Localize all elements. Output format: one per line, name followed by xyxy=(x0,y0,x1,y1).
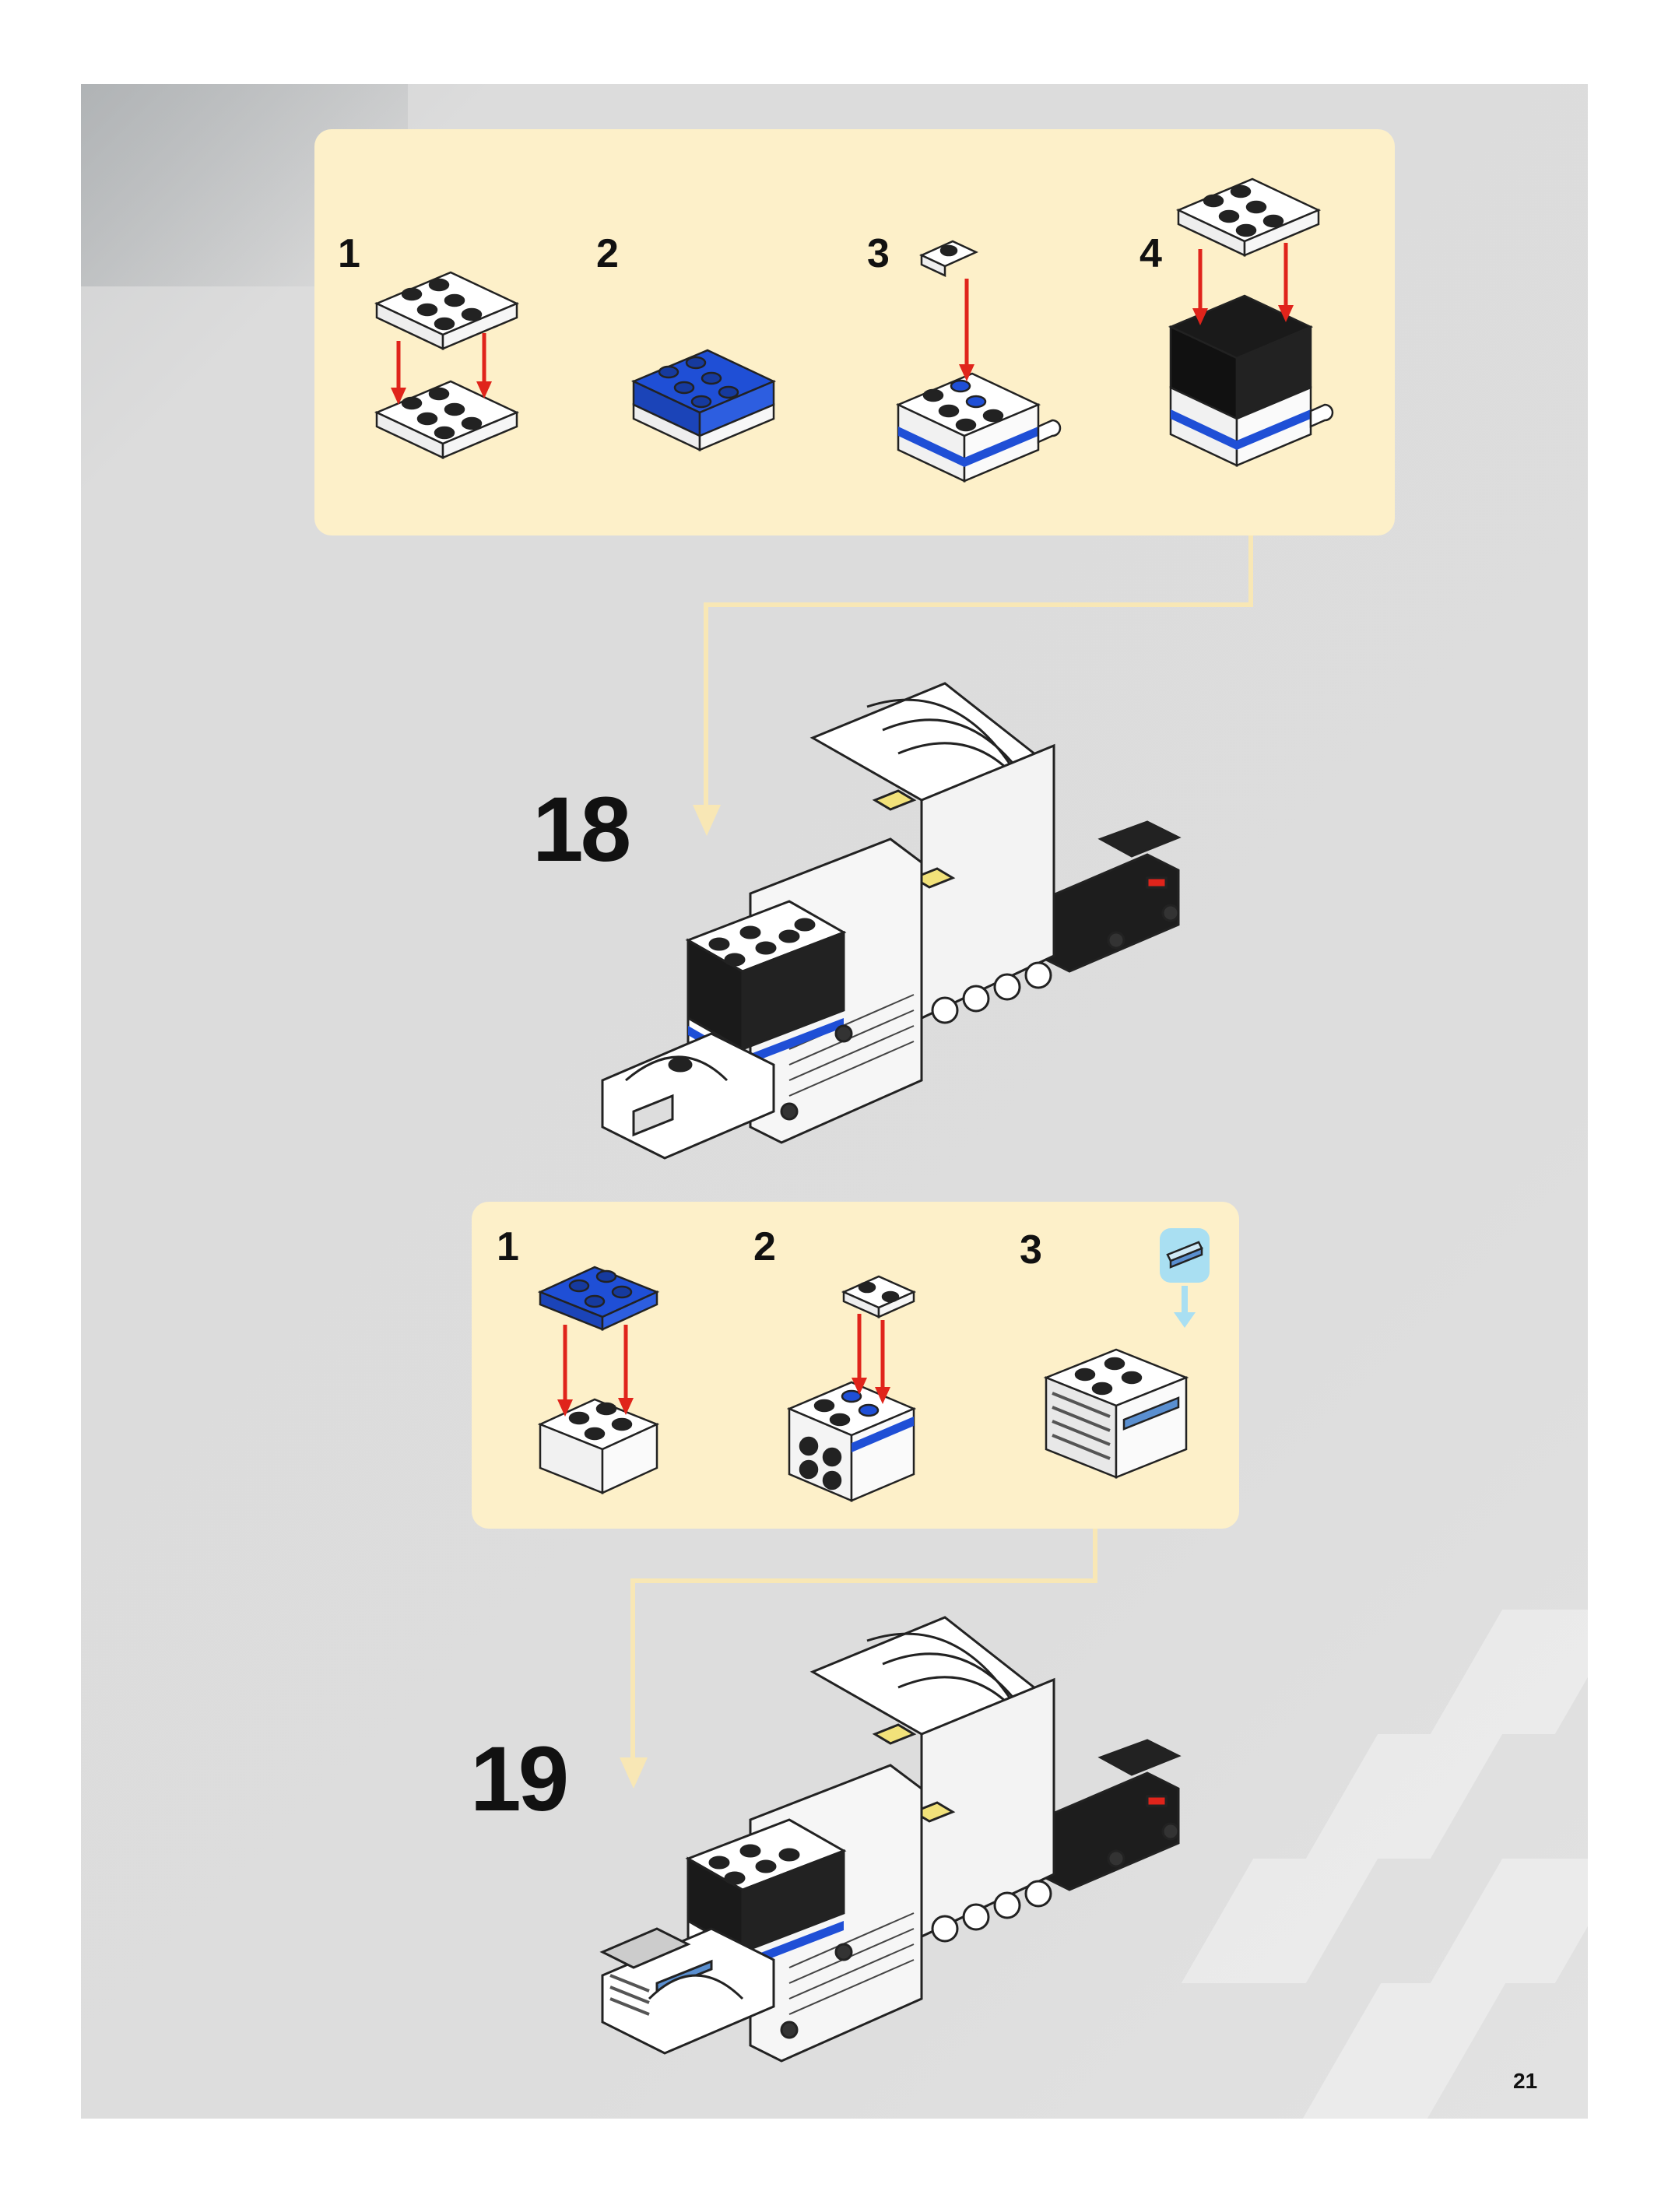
truck-model-step-19 xyxy=(556,1610,1256,2092)
substep-3-illustration xyxy=(1031,1220,1217,1516)
substep-number: 4 xyxy=(1139,230,1162,277)
substep-number: 1 xyxy=(338,230,360,277)
substep-1-illustration xyxy=(369,271,540,489)
instruction-page: 1 2 3 4 xyxy=(81,84,1588,2119)
checker-tile xyxy=(1431,1859,1588,1983)
step-number: 19 xyxy=(470,1726,566,1832)
substep-1-illustration xyxy=(532,1259,688,1508)
substep-number: 2 xyxy=(596,230,619,277)
connector-line xyxy=(630,1578,1097,1583)
checker-tile xyxy=(1303,1983,1505,2119)
connector-line xyxy=(1093,1529,1097,1580)
connector-line xyxy=(1248,535,1253,604)
substep-3-illustration xyxy=(890,240,1069,497)
substep-2-illustration xyxy=(626,349,797,489)
substep-number: 3 xyxy=(867,230,890,277)
substep-2-illustration xyxy=(781,1267,953,1516)
substep-4-illustration xyxy=(1163,177,1342,504)
substep-number: 1 xyxy=(497,1224,519,1270)
checker-tile xyxy=(1306,1734,1502,1859)
substep-number: 2 xyxy=(753,1224,776,1270)
page-number: 21 xyxy=(1513,2069,1537,2094)
connector-line xyxy=(704,602,1253,607)
checker-tile xyxy=(1431,1610,1588,1734)
truck-model-step-18 xyxy=(556,644,1256,1205)
